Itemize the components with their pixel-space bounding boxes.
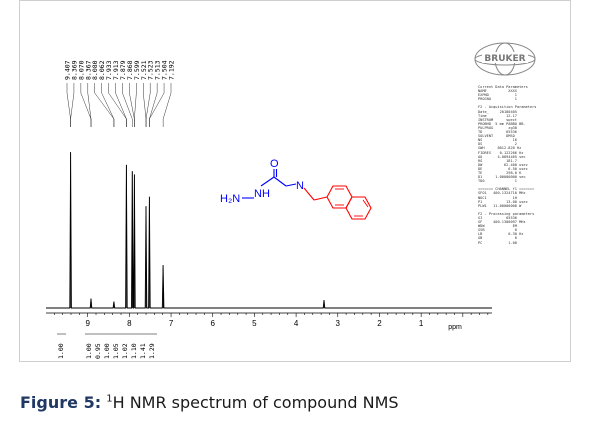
peak-labels: 9.4078.3698.0708.3678.0808.0627.9337.913…	[64, 60, 176, 80]
peak-label: 8.369	[70, 60, 78, 80]
peak-leader-line	[143, 83, 147, 127]
peak-label: 8.070	[77, 60, 85, 80]
peak-leader-line	[122, 83, 133, 127]
nmr-spectrum: 9.4078.3698.0708.3678.0808.0627.9337.913…	[46, 42, 536, 359]
x-tick-label: 1	[419, 319, 424, 328]
peak-leader-line	[115, 83, 127, 127]
peak-leader-line	[94, 83, 115, 127]
x-tick-label: 6	[211, 319, 216, 328]
carbonyl-o-label: O	[270, 158, 279, 170]
imine-n-label: N	[296, 180, 304, 192]
integral-value: 1.00	[103, 343, 111, 359]
bruker-logo: BRUKER	[474, 42, 536, 76]
x-tick-label: 4	[294, 319, 299, 328]
peak-leader-line	[66, 83, 71, 127]
peak-leader-line	[134, 83, 137, 127]
peak-leader-line	[80, 83, 92, 127]
peak-label: 7.599	[133, 60, 141, 80]
bruker-wordmark: BRUKER	[484, 54, 525, 64]
peak-label: 9.407	[64, 60, 72, 80]
peak-label: 8.062	[98, 60, 106, 80]
integral-value: 1.02	[121, 343, 129, 359]
figure-caption: Figure 5: 1H NMR spectrum of compound NM…	[20, 393, 399, 412]
peak-label: 7.868	[126, 60, 134, 80]
integral-value: 0.95	[94, 343, 102, 359]
peak-label: 8.367	[84, 60, 92, 80]
x-tick-label: 3	[336, 319, 341, 328]
h2n-label: H₂N	[220, 193, 240, 205]
peak-label: 7.513	[154, 60, 162, 80]
peak-leader-line	[129, 83, 135, 127]
integral-value: 1.41	[139, 343, 147, 359]
x-tick-label: 9	[85, 319, 90, 328]
x-tick-label: 2	[377, 319, 382, 328]
peak-leader-line	[145, 83, 151, 127]
peak-leader-line	[149, 83, 165, 127]
caption-text: H NMR spectrum of compound NMS	[112, 393, 399, 412]
peak-label: 7.521	[140, 60, 148, 80]
acquisition-parameters: Current Data Parameters NAME XXXX EXPNO …	[478, 85, 537, 245]
peak-leader-line	[108, 83, 127, 127]
integral-value: 1.29	[148, 343, 156, 359]
x-tick-label: 7	[169, 319, 174, 328]
peak-label: 8.080	[91, 60, 99, 80]
integral-value: 1.00	[57, 343, 65, 359]
peak-leader-lines	[66, 83, 172, 127]
spectrum-trace	[46, 152, 492, 309]
compound-structure: O N NH H₂N	[220, 158, 372, 220]
x-tick-label: 5	[252, 319, 257, 328]
peak-label: 7.879	[119, 60, 127, 80]
peak-leader-line	[87, 83, 92, 127]
peak-leader-line	[70, 83, 75, 127]
peak-leader-line	[101, 83, 115, 127]
caption-label: Figure 5:	[20, 393, 102, 412]
peak-leader-line	[149, 83, 158, 127]
nh-label: NH	[254, 188, 270, 200]
x-axis-label: ppm	[448, 324, 462, 331]
peak-label: 7.192	[168, 60, 176, 80]
peak-leader-line	[162, 83, 172, 127]
peak-label: 7.523	[147, 60, 155, 80]
integral-value: 1.00	[85, 343, 93, 359]
integral-value: 1.10	[130, 343, 138, 359]
peak-label: 7.504	[161, 60, 169, 80]
peak-label: 7.933	[105, 60, 113, 80]
x-axis: 9 8 7 6 5 4 3 2 1 ppm	[46, 312, 492, 331]
integral-value: 1.05	[112, 343, 120, 359]
x-tick-label: 8	[127, 319, 132, 328]
caption-superscript: 1	[106, 393, 113, 405]
peak-label: 7.913	[112, 60, 120, 80]
